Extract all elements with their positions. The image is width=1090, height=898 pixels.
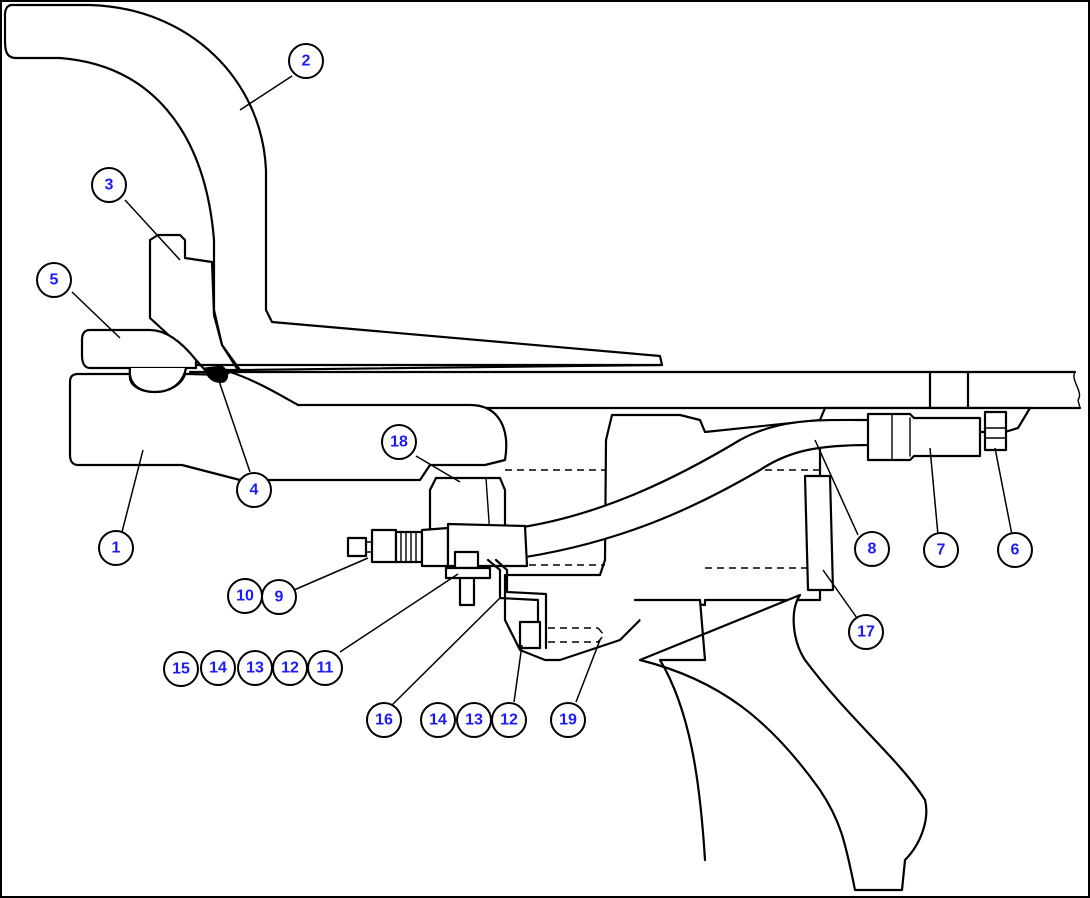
- callout: 13: [456, 702, 492, 738]
- nipple-stem: [365, 541, 373, 553]
- callout: 12: [272, 650, 308, 686]
- callout: 8: [854, 531, 890, 567]
- svg-text:17: 17: [857, 624, 875, 641]
- svg-text:8: 8: [868, 541, 877, 558]
- svg-text:3: 3: [105, 177, 114, 194]
- callout: 5: [36, 262, 72, 298]
- callout: 14: [200, 650, 236, 686]
- callout: 19: [550, 702, 586, 738]
- svg-text:14: 14: [209, 660, 227, 677]
- part-cap: [983, 410, 1008, 452]
- leader-lines: [71, 75, 1013, 706]
- svg-text:14: 14: [429, 712, 447, 729]
- svg-text:13: 13: [246, 660, 264, 677]
- svg-text:4: 4: [250, 482, 259, 499]
- svg-text:6: 6: [1011, 542, 1020, 559]
- svg-text:19: 19: [559, 712, 577, 729]
- callout: 9: [261, 579, 297, 615]
- callout: 1: [98, 530, 134, 566]
- part-flange: [803, 474, 835, 592]
- beam-post: [928, 370, 970, 410]
- callout: 12: [491, 702, 527, 738]
- callout: 13: [237, 650, 273, 686]
- callout: 15: [163, 651, 199, 687]
- part-tee: [420, 526, 450, 568]
- part-adapter: [370, 528, 398, 564]
- callout: 3: [91, 167, 127, 203]
- callout: 16: [366, 702, 402, 738]
- svg-text:13: 13: [465, 712, 483, 729]
- knurled-collar: [394, 530, 424, 564]
- part-washer: [444, 566, 492, 580]
- callout: 10: [227, 578, 263, 614]
- svg-text:18: 18: [390, 434, 408, 451]
- svg-text:12: 12: [281, 660, 299, 677]
- svg-text:5: 5: [50, 272, 59, 289]
- callout: 17: [848, 614, 884, 650]
- svg-text:16: 16: [375, 712, 393, 729]
- callout: 4: [236, 472, 272, 508]
- part-nipple: [346, 536, 368, 558]
- callout: 6: [997, 532, 1033, 568]
- part-pin: [80, 328, 198, 370]
- part-weld: [204, 365, 229, 383]
- part-fitting: [866, 412, 982, 462]
- part-body: [68, 370, 508, 482]
- callout: 7: [923, 532, 959, 568]
- fitting-hex: [891, 413, 911, 461]
- knurl-lines: [400, 531, 417, 563]
- callout: 14: [420, 702, 456, 738]
- part-bolt-head: [518, 620, 542, 650]
- sleeve-dashes: [505, 469, 820, 569]
- callout: 2: [288, 43, 324, 79]
- part-lower-arm: [633, 593, 928, 892]
- bolt-thread: [548, 627, 605, 643]
- svg-text:7: 7: [937, 542, 946, 559]
- svg-text:11: 11: [317, 660, 334, 677]
- svg-text:15: 15: [172, 661, 190, 678]
- beam-break: [1073, 371, 1081, 409]
- svg-text:9: 9: [275, 589, 284, 606]
- part-housing: [503, 406, 1032, 662]
- callout: 18: [381, 424, 417, 460]
- main-beam: [188, 370, 1082, 410]
- part-arm: [3, 3, 664, 372]
- svg-text:1: 1: [112, 540, 121, 557]
- svg-text:2: 2: [302, 53, 311, 70]
- svg-text:10: 10: [236, 588, 254, 605]
- cap-facet: [984, 427, 1007, 439]
- svg-text:12: 12: [500, 712, 518, 729]
- callout: 11: [307, 650, 343, 686]
- pin-boss: [128, 366, 188, 394]
